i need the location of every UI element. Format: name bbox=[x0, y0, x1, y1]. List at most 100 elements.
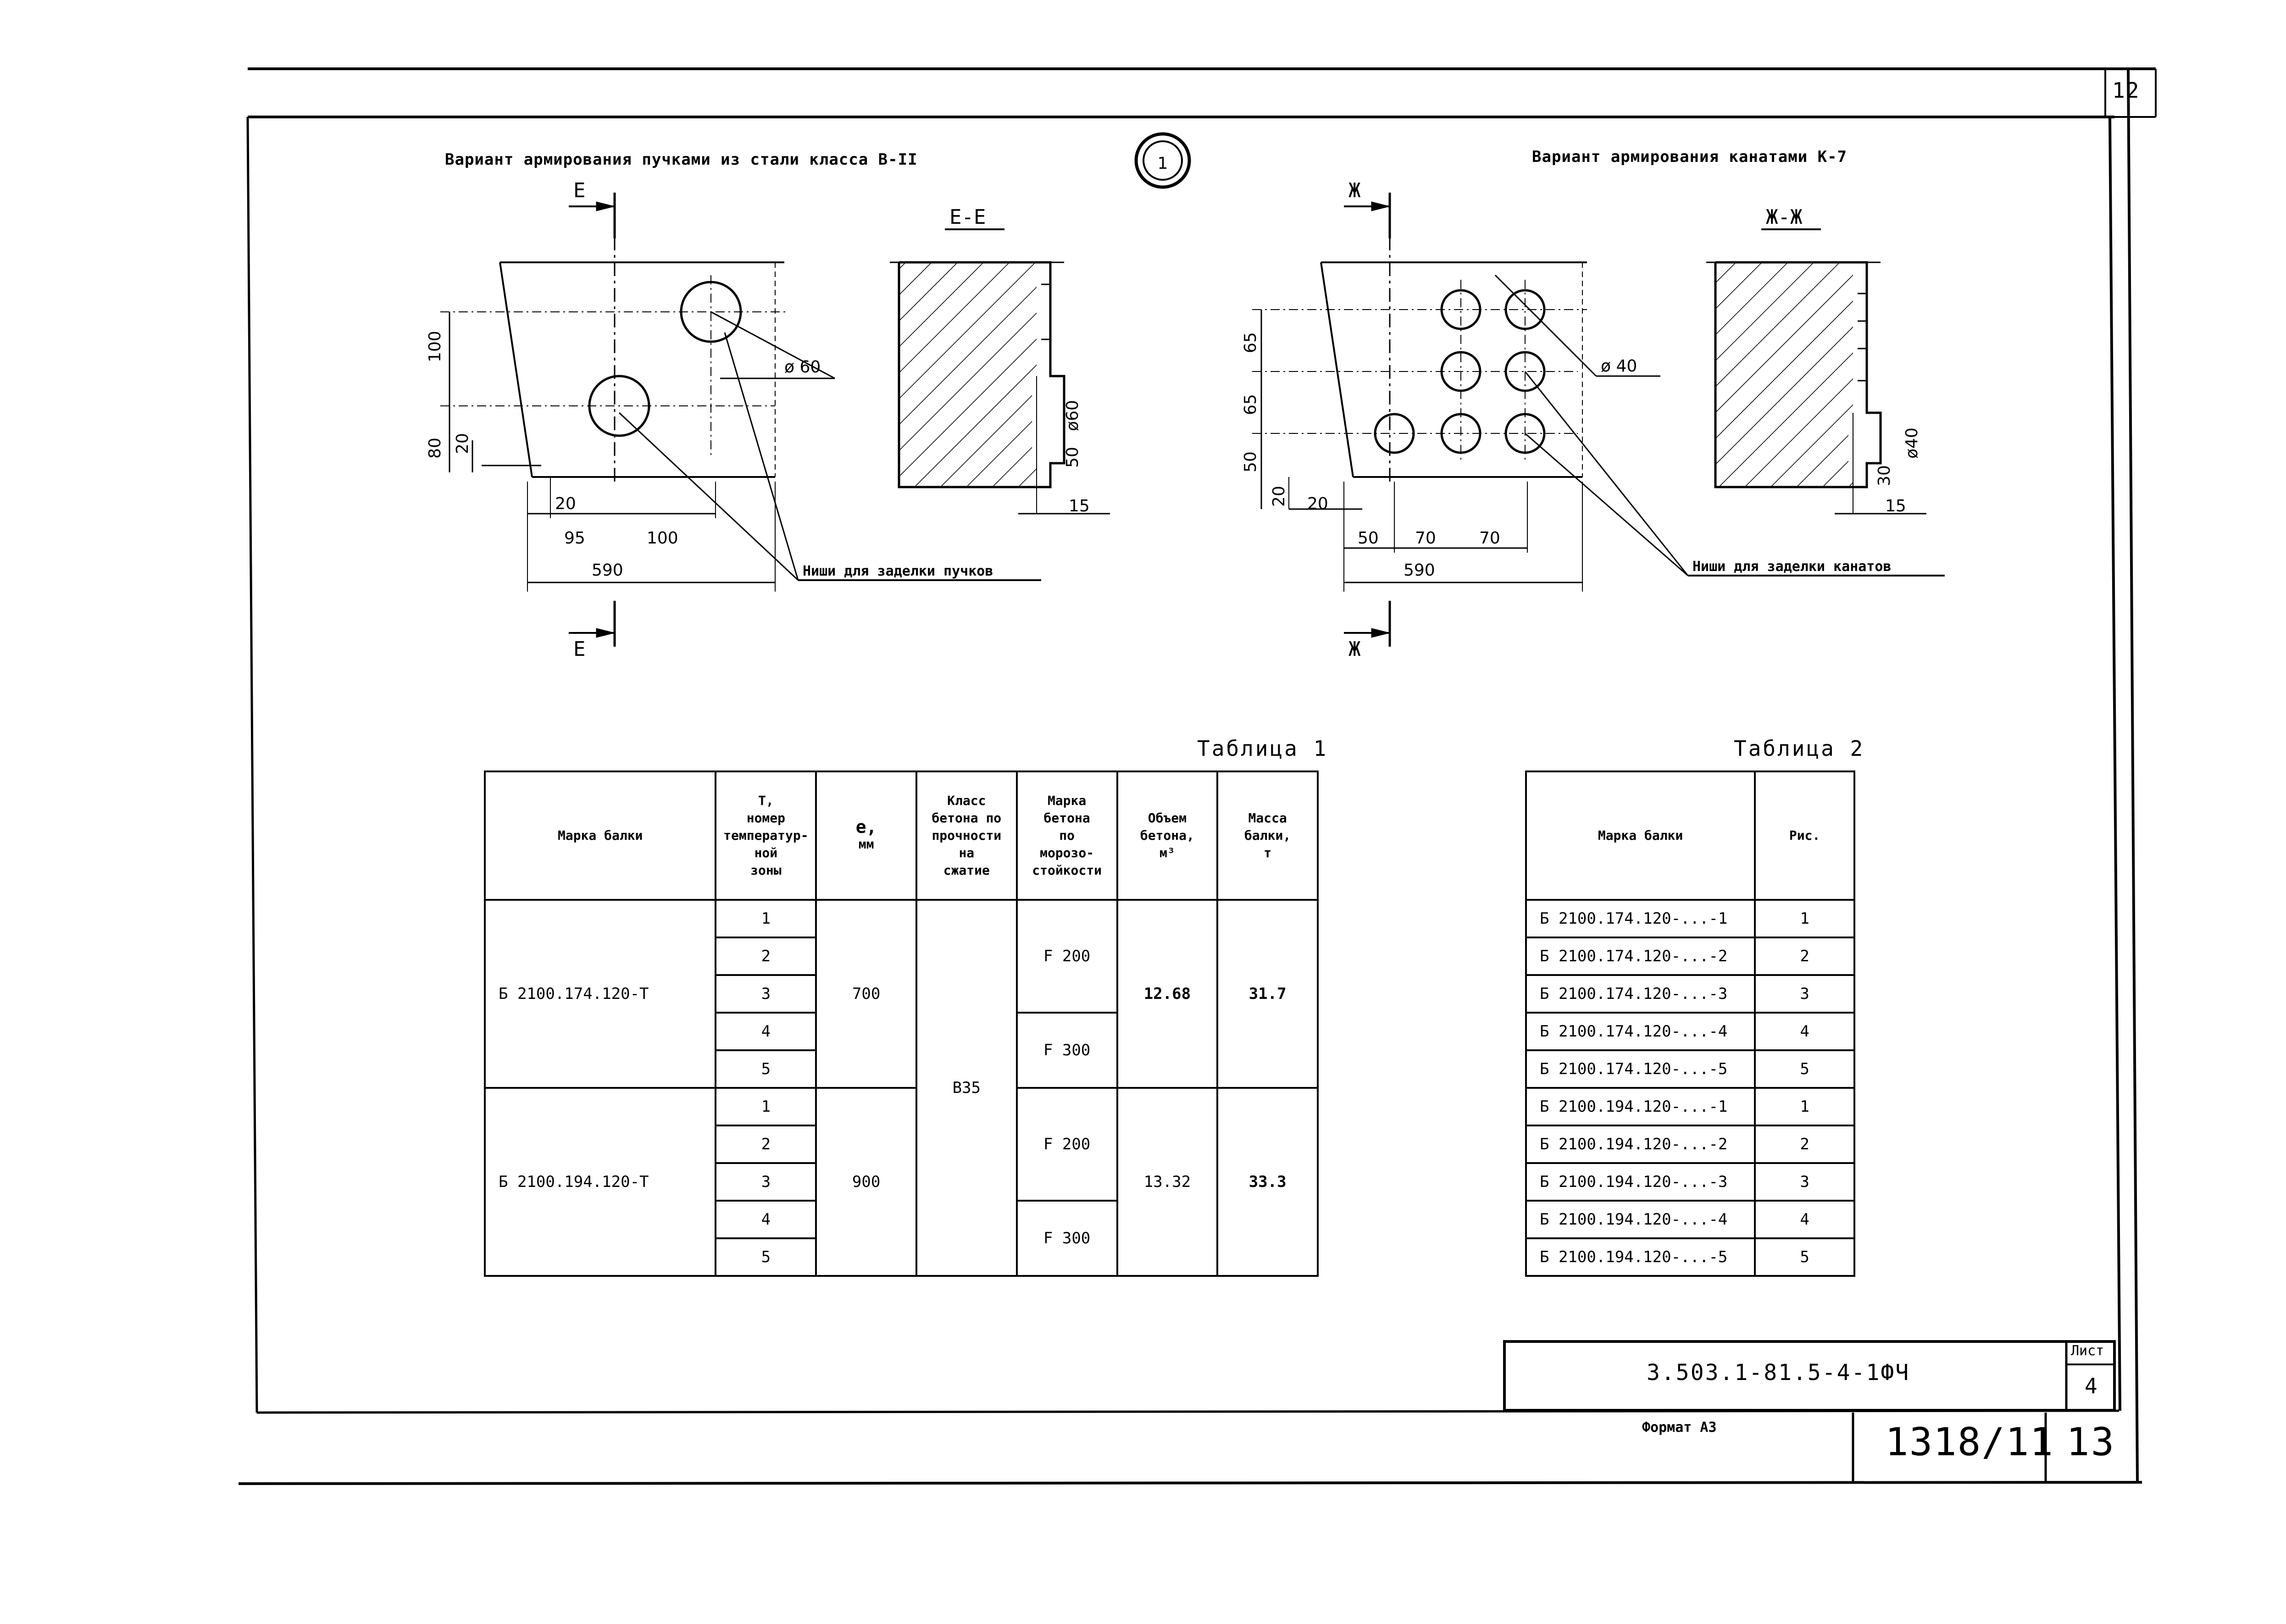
dim-80-vertical: 80 bbox=[426, 438, 444, 459]
table-row: 4 F 300 bbox=[485, 1200, 1318, 1277]
table-row: 4 F 300 bbox=[485, 1012, 1318, 1089]
niche-depth-right: 30 bbox=[1875, 465, 1894, 486]
right-variant-title: Вариант армирования канатами К-7 bbox=[1532, 148, 1848, 166]
dim-20-horizontal-right: 20 bbox=[1307, 494, 1328, 513]
dim-100-vertical: 100 bbox=[426, 331, 444, 362]
table1-zone: 4 bbox=[715, 1200, 817, 1239]
table2-mark: Б 2100.174.120-...-1 bbox=[1525, 899, 1756, 938]
marker-circle bbox=[1134, 132, 1191, 189]
table2-header-mark: Марка балки bbox=[1525, 770, 1756, 901]
table1-zone: 3 bbox=[715, 1162, 817, 1202]
niche-dia-left: ø60 bbox=[1063, 400, 1082, 431]
dim-50-horizontal: 50 bbox=[1358, 529, 1379, 548]
dia-label-left: ø 60 bbox=[784, 358, 821, 377]
table1-volume-1: 12.68 bbox=[1116, 899, 1219, 1089]
dia-label-right: ø 40 bbox=[1601, 357, 1637, 376]
table-row: Б 2100.174.120-Т 1 700 В35 F 200 12.68 3… bbox=[483, 899, 1319, 1277]
table1-title: Таблица 1 bbox=[1197, 736, 1328, 761]
table-row: 2 bbox=[485, 937, 1318, 976]
table2-mark: Б 2100.174.120-...-5 bbox=[1525, 1049, 1756, 1089]
section-mark-left-bottom: Е bbox=[573, 637, 586, 661]
table2-mark: Б 2100.194.120-...-2 bbox=[1525, 1125, 1756, 1164]
right-section bbox=[1706, 228, 1926, 515]
table2-mark: Б 2100.174.120-...-4 bbox=[1525, 1012, 1756, 1051]
table2-fig: 4 bbox=[1754, 1012, 1855, 1051]
table1-frost-2b: F 300 bbox=[1015, 1200, 1118, 1277]
table1-mass-1: 31.7 bbox=[1216, 899, 1319, 1089]
section-mark-right-bottom: Ж bbox=[1348, 637, 1361, 661]
dim-50-vertical: 50 bbox=[1241, 451, 1260, 472]
page-number: 13 bbox=[2066, 1419, 2116, 1464]
left-plan bbox=[440, 193, 1041, 647]
table2-fig: 3 bbox=[1754, 974, 1855, 1014]
sheet-frame bbox=[238, 67, 2157, 1485]
table1-concrete-class: В35 bbox=[915, 899, 1018, 1277]
sheet-number: 4 bbox=[2085, 1374, 2099, 1398]
table2-header-fig: Рис. bbox=[1754, 770, 1855, 901]
table1-frost-1b: F 300 bbox=[1015, 1012, 1118, 1089]
right-plan bbox=[1252, 193, 1945, 647]
dim-20-horizontal: 20 bbox=[555, 494, 576, 513]
table-row: 5 bbox=[485, 1049, 1318, 1089]
dim-15-left: 15 bbox=[1069, 497, 1090, 515]
table1-frost-2a: F 200 bbox=[1015, 1087, 1118, 1202]
table1-zone: 5 bbox=[715, 1049, 817, 1089]
table2-fig: 5 bbox=[1754, 1237, 1855, 1277]
table1-e-1: 700 bbox=[815, 899, 917, 1089]
table1-zone: 3 bbox=[715, 974, 817, 1014]
table1-zone: 1 bbox=[715, 1087, 817, 1126]
table2-fig: 2 bbox=[1754, 1125, 1855, 1164]
table2-mark: Б 2100.174.120-...-2 bbox=[1525, 937, 1756, 976]
archive-number: 1318/11 bbox=[1885, 1419, 2054, 1464]
left-variant-title: Вариант армирования пучками из стали кла… bbox=[445, 150, 918, 169]
dim-590: 590 bbox=[592, 561, 623, 580]
sheet-top-number: 12 bbox=[2112, 78, 2141, 103]
table1-frost-1a: F 200 bbox=[1015, 899, 1118, 1014]
table1-volume-2: 13.32 bbox=[1116, 1087, 1219, 1277]
section-mark-right-top: Ж bbox=[1348, 179, 1361, 202]
table2-fig: 1 bbox=[1754, 1087, 1855, 1126]
format-label: Формат А3 bbox=[1642, 1419, 1717, 1436]
table1-zone: 2 bbox=[715, 937, 817, 976]
dim-20-vertical: 20 bbox=[453, 433, 472, 454]
dim-70-a: 70 bbox=[1415, 529, 1436, 548]
table-row: 5 bbox=[485, 1237, 1318, 1277]
dim-20-vertical-right: 20 bbox=[1270, 486, 1288, 507]
dim-100-horizontal: 100 bbox=[647, 529, 678, 548]
table2-fig: 1 bbox=[1754, 899, 1855, 938]
table-row: 2 bbox=[485, 1125, 1318, 1164]
table2-title: Таблица 2 bbox=[1734, 736, 1865, 761]
dim-65-a: 65 bbox=[1241, 332, 1260, 353]
table-row: 3 bbox=[485, 974, 1318, 1014]
dim-65-b: 65 bbox=[1241, 394, 1260, 415]
dim-15-right: 15 bbox=[1885, 497, 1906, 515]
table2-fig: 3 bbox=[1754, 1162, 1855, 1202]
table1-zone: 4 bbox=[715, 1012, 817, 1051]
left-section bbox=[890, 228, 1110, 515]
niche-dia-right: ø40 bbox=[1903, 427, 1921, 459]
section-mark-left-top: Е bbox=[573, 179, 586, 202]
table2-fig: 4 bbox=[1754, 1200, 1855, 1239]
table1-header-e: е,мм bbox=[815, 770, 917, 901]
table1-header-mark: Марка балки bbox=[483, 770, 717, 901]
table1-mark-1: Б 2100.174.120-Т bbox=[483, 899, 717, 1089]
table1-mark-2: Б 2100.194.120-Т bbox=[483, 1087, 717, 1277]
document-code: 3.503.1-81.5-4-1ФЧ bbox=[1647, 1360, 1910, 1386]
section-title-left: Е-Е bbox=[949, 205, 986, 229]
table-row: Б 2100.194.120-Т 1 900 F 200 13.32 33.3 bbox=[483, 1087, 1319, 1277]
dim-95: 95 bbox=[564, 529, 585, 548]
